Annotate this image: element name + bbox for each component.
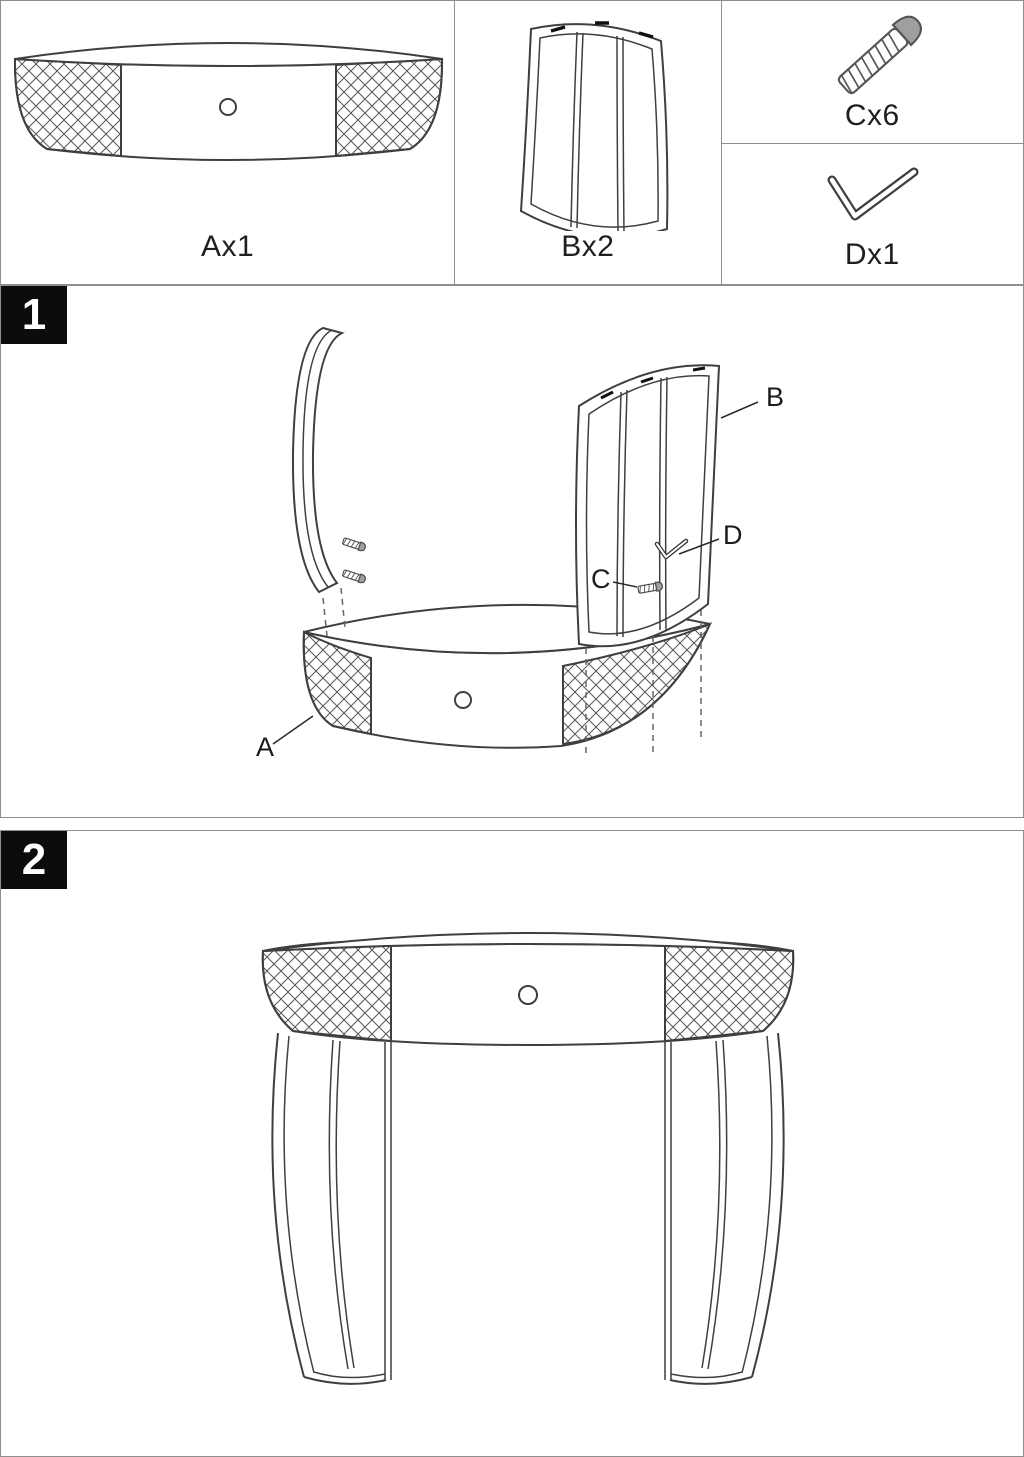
step-1-exploded-view: B D C A (256, 326, 784, 762)
drawer-knob (219, 98, 237, 116)
step-1-badge: 1 (1, 286, 67, 344)
right-leg-panel (575, 364, 721, 648)
part-a-cell: Ax1 (1, 1, 456, 284)
alignment-guides (322, 587, 702, 754)
drawer-knob (454, 691, 472, 709)
part-d-label: Dx1 (844, 238, 900, 271)
allen-key-glyph (654, 538, 689, 560)
callout-d-label: D (723, 520, 743, 550)
part-d-cell: Dx1 (722, 144, 1023, 284)
part-c-cell: Cx6 (721, 1, 1023, 144)
lattice-left (302, 630, 372, 736)
lattice-right (335, 57, 444, 158)
callout-b-label: B (766, 382, 784, 412)
step-2-badge: 2 (1, 831, 67, 889)
step-2-panel: 2 (0, 830, 1024, 1457)
part-b-cell: Bx2 (455, 1, 722, 284)
step-2-assembled-view (261, 932, 795, 1385)
allen-key-icon (827, 167, 919, 221)
parts-list-panel: Ax1 Bx2 (0, 0, 1024, 285)
lattice-left (13, 57, 122, 158)
tabletop-surface (14, 42, 443, 67)
lattice-right (664, 939, 795, 1043)
tabletop-surface (262, 932, 794, 952)
drawer-knob (518, 985, 538, 1005)
panel-outline (520, 23, 669, 231)
screw-hole-marks (550, 21, 654, 39)
step-1-panel: 1 (0, 285, 1024, 818)
callout-lines (272, 401, 759, 745)
right-leg (664, 1032, 785, 1385)
callout-a-label: A (256, 732, 274, 762)
tabletop-assembled (261, 932, 795, 1047)
screw-glyph (341, 567, 368, 585)
tabletop-body (13, 57, 444, 161)
screw-glyph (341, 535, 368, 553)
callout-c-label: C (591, 564, 611, 594)
curved-leg-panel-icon (520, 21, 669, 231)
lattice-left (261, 939, 392, 1043)
left-leg-panel (291, 326, 345, 594)
part-b-label: Bx2 (561, 230, 615, 263)
demilune-console-top-icon (13, 42, 444, 161)
part-a-label: Ax1 (200, 230, 255, 263)
part-c-label: Cx6 (844, 99, 900, 132)
panel-slat-lines (570, 31, 625, 231)
left-leg (271, 1032, 392, 1385)
hardware-column: Cx6 Dx1 (721, 1, 1023, 284)
screw-icon (837, 15, 922, 95)
